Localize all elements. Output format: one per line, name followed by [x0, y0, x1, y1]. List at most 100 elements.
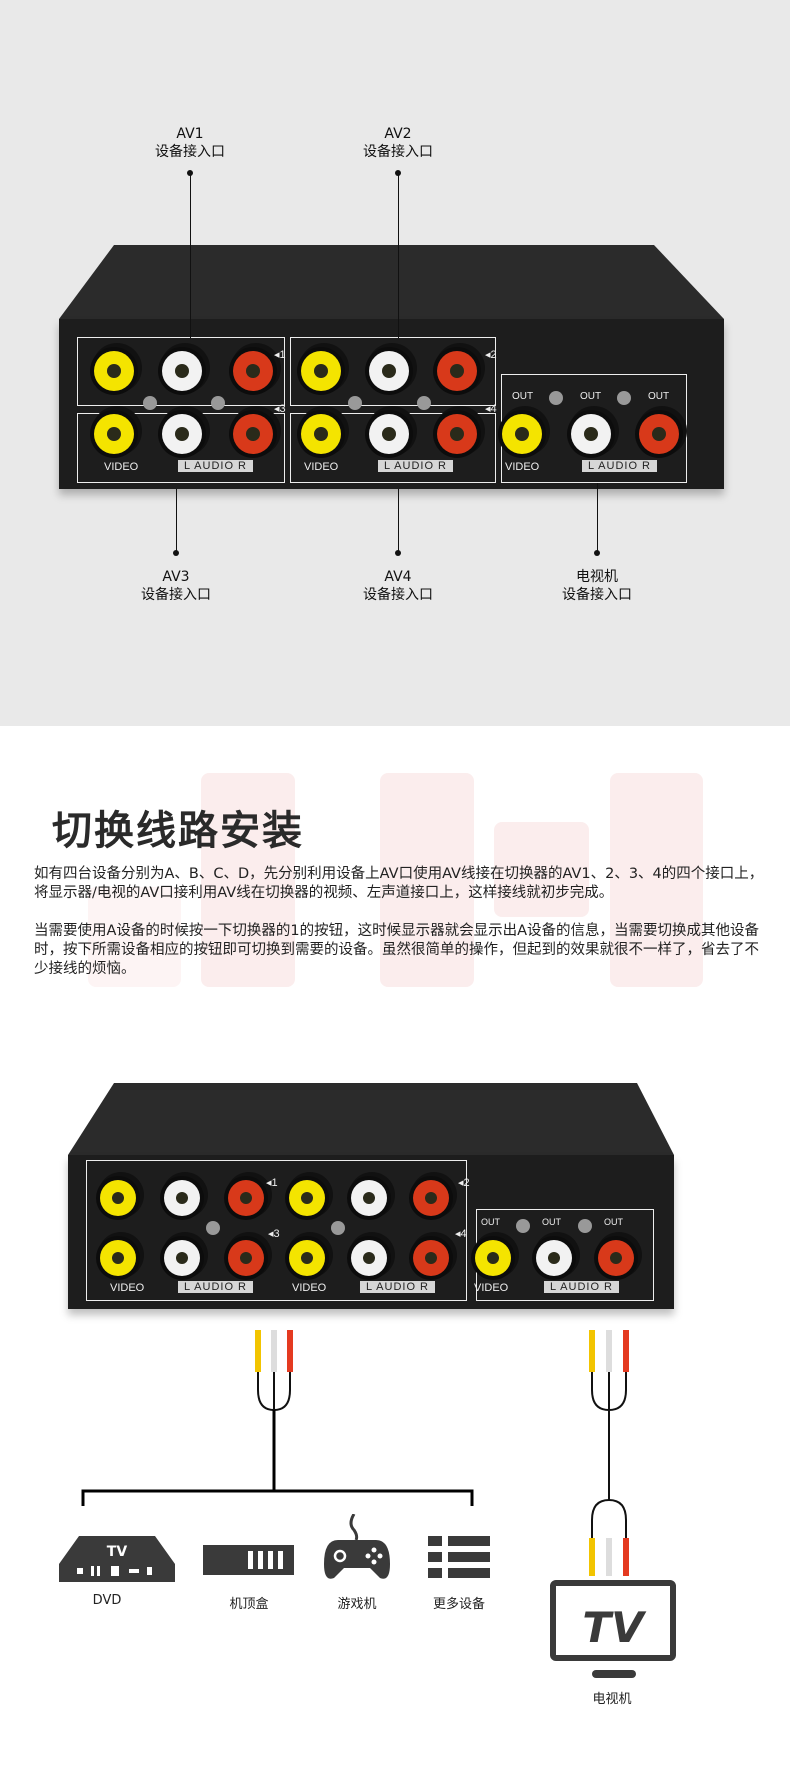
audio-label: L AUDIO R: [582, 460, 657, 472]
input-port-box: [86, 1160, 467, 1301]
audio-left-jack: [162, 414, 202, 454]
callout-dot: [395, 550, 401, 556]
audio-left-jack: [351, 1180, 387, 1216]
callout-line: [190, 173, 191, 338]
tv-name: 电视机: [576, 569, 618, 585]
video-jack: [289, 1180, 325, 1216]
more-devices-label: 更多设备: [432, 1597, 485, 1612]
audio-left-jack: [571, 414, 611, 454]
av2-sub: 设备接入口: [363, 144, 433, 160]
callout-line: [398, 173, 399, 338]
audio-left-jack: [351, 1240, 387, 1276]
out-label: OUT: [542, 1217, 561, 1227]
audio-label: L AUDIO R: [178, 460, 253, 472]
port-number-1: ◂1: [266, 1177, 278, 1189]
audio-right-jack: [233, 414, 273, 454]
cable-line: [81, 1410, 474, 1506]
tv-icon-text: TV: [582, 1603, 647, 1652]
audio-left-jack: [369, 414, 409, 454]
dvd-label: DVD: [92, 1593, 122, 1608]
section-title: 切换线路安装: [52, 808, 304, 854]
paragraph-1: 如有四台设备分别为A、B、C、D，先分别利用设备上AV口使用AV线接在切换器的A…: [34, 866, 764, 901]
set-top-box-icon: [203, 1545, 294, 1575]
video-label: VIDEO: [304, 461, 339, 473]
game-console-label: 游戏机: [337, 1597, 377, 1612]
screw-icon: [516, 1219, 530, 1233]
audio-label: L AUDIO R: [360, 1281, 435, 1293]
screw-icon: [549, 391, 563, 405]
screw-icon: [617, 391, 631, 405]
video-label: VIDEO: [474, 1282, 509, 1294]
callout-line: [398, 489, 399, 553]
more-devices-icon: [428, 1536, 490, 1578]
rca-plug-group-left: [255, 1330, 293, 1412]
av1-name: AV1: [176, 126, 204, 142]
av2-name: AV2: [384, 126, 412, 142]
av1-sub: 设备接入口: [155, 144, 225, 160]
av2-callout: AV2 设备接入口: [338, 125, 458, 161]
dvd-icon-text: TV: [107, 1544, 128, 1560]
port-number-3: ◂3: [274, 403, 286, 415]
video-label: VIDEO: [292, 1282, 327, 1294]
audio-right-jack: [233, 351, 273, 391]
screw-icon: [348, 396, 362, 410]
dvd-icon: TV: [59, 1536, 175, 1582]
video-jack: [100, 1180, 136, 1216]
out-label: OUT: [512, 391, 534, 402]
callout-dot: [594, 550, 600, 556]
port-number-2: ◂2: [458, 1177, 470, 1189]
paragraph-2: 当需要使用A设备的时候按一下切换器的1的按钮，这时候显示器就会显示出A设备的信息…: [34, 923, 760, 977]
video-label: VIDEO: [104, 461, 139, 473]
video-jack: [502, 414, 542, 454]
av4-name: AV4: [384, 569, 412, 585]
video-label: VIDEO: [110, 1282, 145, 1294]
screw-icon: [331, 1221, 345, 1235]
callout-dot: [173, 550, 179, 556]
out-label: OUT: [648, 391, 670, 402]
callout-dot: [395, 170, 401, 176]
background-block: [380, 773, 474, 987]
switcher-top-face: [59, 245, 724, 319]
video-jack: [289, 1240, 325, 1276]
screw-icon: [211, 396, 225, 410]
background-block: [88, 887, 181, 987]
video-label: VIDEO: [505, 461, 540, 473]
port-number-3: ◂3: [268, 1228, 280, 1240]
callout-dot: [187, 170, 193, 176]
port-number-4: ◂4: [455, 1228, 467, 1240]
av1-callout: AV1 设备接入口: [130, 125, 250, 161]
audio-right-jack: [639, 414, 679, 454]
gamepad-icon: [324, 1514, 390, 1579]
callout-line: [597, 483, 598, 553]
switcher-top-face: [68, 1083, 674, 1155]
audio-right-jack: [413, 1240, 449, 1276]
audio-right-jack: [228, 1240, 264, 1276]
port-number-4: ◂4: [485, 403, 497, 415]
audio-right-jack: [437, 351, 477, 391]
video-jack: [475, 1240, 511, 1276]
background-block: [610, 773, 703, 987]
av3-name: AV3: [162, 569, 190, 585]
audio-left-jack: [162, 351, 202, 391]
screw-icon: [417, 396, 431, 410]
out-label: OUT: [604, 1217, 623, 1227]
video-jack: [94, 414, 134, 454]
background-block: [201, 773, 295, 987]
callout-line: [176, 489, 177, 553]
out-label: OUT: [481, 1217, 500, 1227]
audio-right-jack: [598, 1240, 634, 1276]
av3-port-box: [77, 413, 285, 483]
audio-left-jack: [369, 351, 409, 391]
audio-right-jack: [437, 414, 477, 454]
output-port-box: [501, 374, 687, 483]
av4-port-box: [290, 413, 496, 483]
port-number-1: ◂1: [274, 349, 286, 361]
tv-icon: TV: [550, 1580, 676, 1678]
av3-sub: 设备接入口: [141, 587, 211, 603]
background-block: [494, 822, 589, 917]
audio-left-jack: [164, 1240, 200, 1276]
av1-port-box: [77, 337, 285, 406]
out-label: OUT: [580, 391, 602, 402]
set-top-box-label: 机顶盒: [229, 1597, 269, 1612]
